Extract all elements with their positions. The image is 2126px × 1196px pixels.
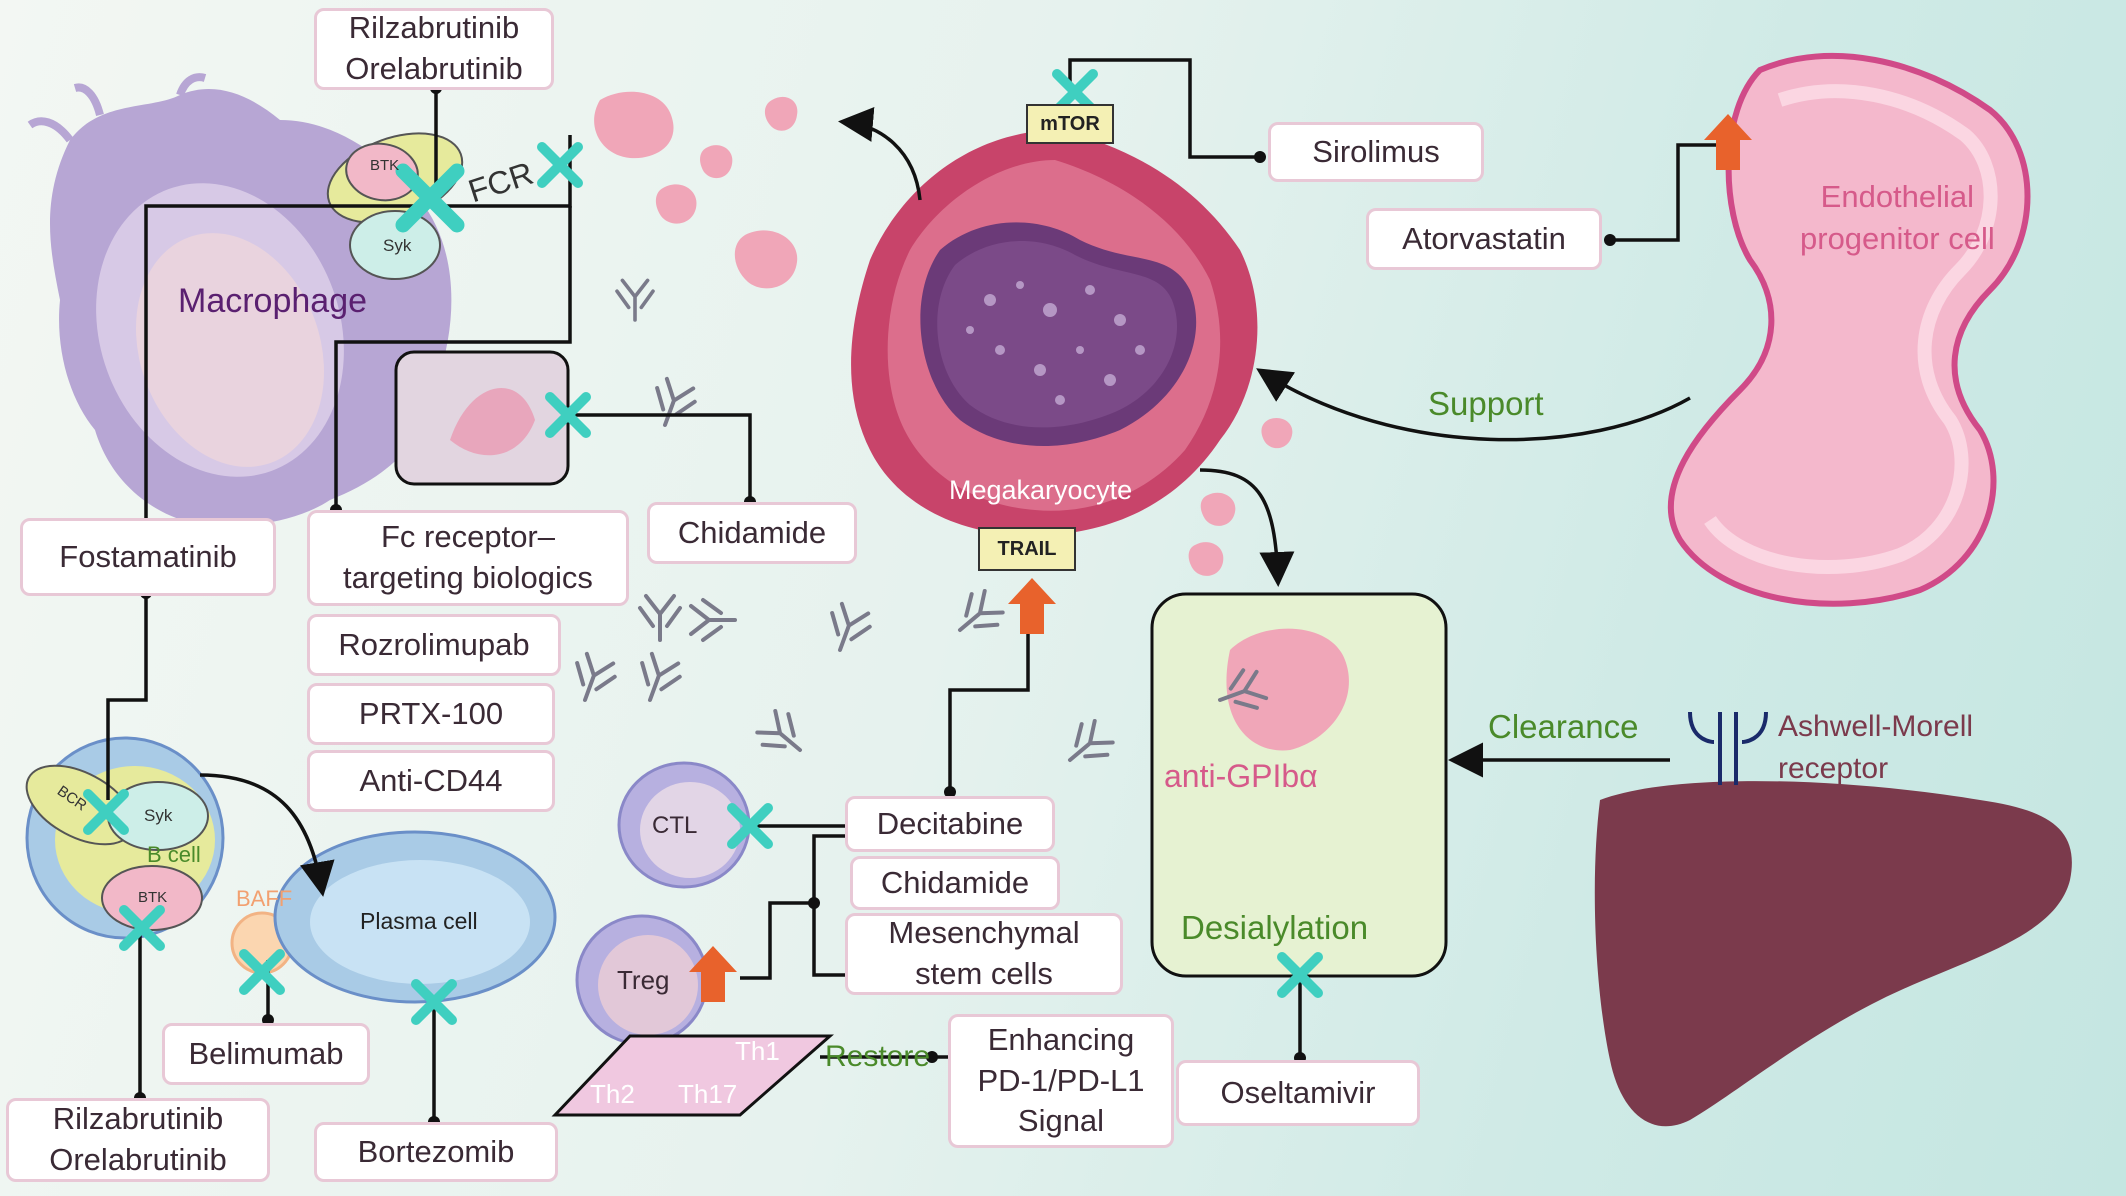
syk-macrophage-ellipse <box>349 210 441 280</box>
endothelial-inner <box>1704 84 1998 575</box>
drug-fc-biologics: Fc receptor– targeting biologics <box>307 510 629 606</box>
drug-fostamatinib: Fostamatinib <box>20 518 276 596</box>
ashwell-label: Ashwell-Morell receptor <box>1778 710 1974 785</box>
drug-chidamide-mid: Chidamide <box>850 856 1060 910</box>
th2-label: Th2 <box>590 1079 635 1109</box>
ctl-nucleus <box>640 782 740 878</box>
drug-rilzabrutinib-bottom: Rilzabrutinib Orelabrutinib <box>6 1098 270 1182</box>
drug-belimumab: Belimumab <box>162 1023 370 1085</box>
macrophage-label: Macrophage <box>178 282 368 320</box>
th17-label: Th17 <box>678 1079 738 1109</box>
drug-atorvastatin: Atorvastatin <box>1366 208 1602 270</box>
b-cell-label: B cell <box>147 842 201 867</box>
platelets <box>594 91 1293 576</box>
baff-label: BAFF <box>236 886 293 911</box>
megakaryocyte-label: Megakaryocyte <box>949 475 1133 505</box>
megakaryocyte-cell <box>851 130 1258 536</box>
drug-rozrolimupab: Rozrolimupab <box>307 614 561 676</box>
btk-macrophage-label: BTK <box>370 157 400 174</box>
drug-prtx-100: PRTX-100 <box>307 683 555 745</box>
clearance-label: Clearance <box>1488 708 1639 745</box>
trail-tag: TRAIL <box>978 527 1076 571</box>
drug-sirolimus: Sirolimus <box>1268 122 1484 182</box>
drug-oseltamivir: Oseltamivir <box>1176 1060 1420 1126</box>
treg-label: Treg <box>617 965 670 995</box>
th-parallelogram <box>551 1034 834 1117</box>
curved-arrows <box>199 106 1691 897</box>
anti-gpiba-label: anti-GPIbα <box>1164 758 1318 794</box>
btk-bcell-label: BTK <box>138 889 168 906</box>
drug-rilzabrutinib-top: Rilzabrutinib Orelabrutinib <box>314 8 554 90</box>
megakaryocyte-granules <box>966 281 1145 405</box>
plasma-cell-label: Plasma cell <box>360 908 478 934</box>
ashwell-receptor-glyph <box>1688 711 1768 785</box>
th1-label: Th1 <box>735 1036 780 1066</box>
drug-anti-cd44: Anti-CD44 <box>307 750 555 812</box>
desialylation-label: Desialylation <box>1181 909 1369 946</box>
mtor-tag: mTOR <box>1026 104 1114 144</box>
drug-decitabine: Decitabine <box>845 796 1055 852</box>
endothelial-cell <box>1667 52 2031 607</box>
gp-platelet <box>1226 628 1349 751</box>
drug-bortezomib: Bortezomib <box>314 1122 558 1182</box>
endothelial-label: Endothelial progenitor cell <box>1800 179 1995 256</box>
restore-label: Restore <box>825 1040 931 1073</box>
support-label: Support <box>1428 385 1544 422</box>
plasma-cell-inner <box>310 860 530 984</box>
drug-mesenchymal: Mesenchymal stem cells <box>845 913 1123 995</box>
engulfed-platelet <box>450 387 535 456</box>
liver <box>1594 781 2072 1127</box>
treg-nucleus <box>598 935 698 1035</box>
syk-macrophage-label: Syk <box>383 236 412 255</box>
up-arrow-trail <box>1008 578 1056 634</box>
drug-chidamide-top: Chidamide <box>647 502 857 564</box>
ctl-label: CTL <box>652 812 698 839</box>
syk-bcell-label: Syk <box>144 806 173 825</box>
drug-enhancing-pd1: Enhancing PD-1/PD-L1 Signal <box>948 1014 1174 1148</box>
